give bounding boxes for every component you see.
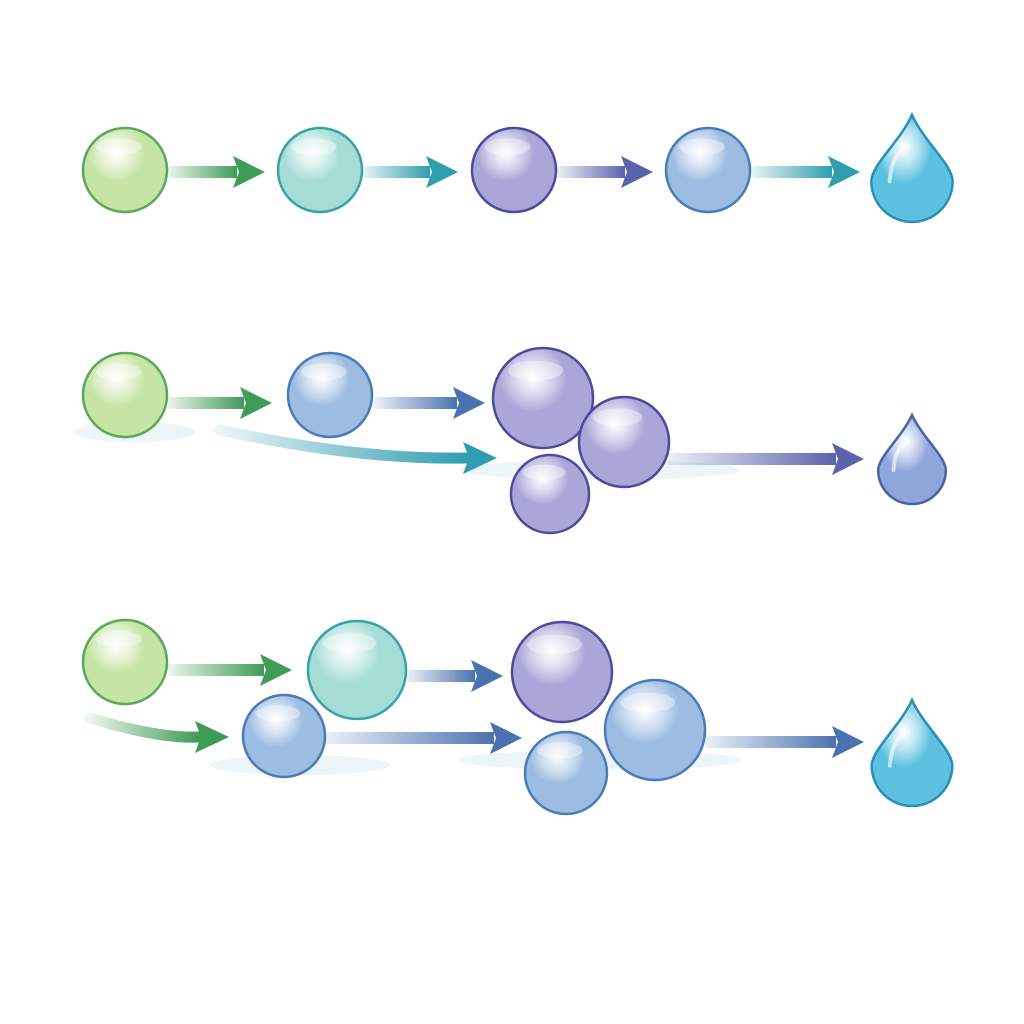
node-highlight bbox=[592, 408, 642, 427]
purple-node-circle bbox=[577, 395, 671, 489]
node-highlight bbox=[255, 705, 301, 722]
purple-node-circle bbox=[470, 126, 558, 214]
arrow-icon bbox=[362, 156, 458, 188]
node-highlight bbox=[620, 692, 675, 713]
arrow-icon bbox=[168, 156, 265, 188]
arrow-icon bbox=[168, 387, 272, 419]
arrow-icon bbox=[751, 156, 860, 188]
purple-node-circle bbox=[491, 346, 595, 450]
purple-node-circle bbox=[510, 620, 614, 724]
water-drop-icon bbox=[870, 696, 954, 808]
node-highlight bbox=[95, 138, 142, 156]
node-highlight bbox=[290, 138, 337, 156]
water-drop-icon bbox=[870, 111, 954, 224]
purple-node-circle bbox=[509, 453, 591, 535]
arrow-icon bbox=[325, 722, 522, 754]
water-drop-icon bbox=[876, 411, 948, 506]
arrow-icon bbox=[668, 443, 864, 475]
arrow-icon bbox=[374, 387, 485, 419]
node-highlight bbox=[300, 363, 347, 381]
blue-node-circle bbox=[603, 678, 707, 782]
node-highlight bbox=[95, 630, 142, 648]
blue-node-circle bbox=[664, 126, 752, 214]
green-node-circle bbox=[81, 618, 169, 706]
node-highlight bbox=[537, 742, 583, 759]
arrow-icon bbox=[168, 654, 292, 686]
green-node-circle bbox=[81, 351, 169, 439]
node-highlight bbox=[95, 363, 142, 381]
arrow-icon bbox=[705, 726, 864, 758]
arrow-icon bbox=[407, 660, 503, 692]
blue-node-circle bbox=[286, 351, 374, 439]
green-node-circle bbox=[81, 126, 169, 214]
curved-arrow-icon bbox=[214, 424, 497, 474]
teal-node-circle bbox=[306, 619, 408, 721]
node-highlight bbox=[527, 634, 582, 655]
node-highlight bbox=[508, 360, 563, 381]
node-highlight bbox=[678, 138, 725, 156]
curved-arrow-icon bbox=[84, 712, 229, 753]
node-highlight bbox=[522, 464, 566, 481]
arrow-icon bbox=[557, 156, 653, 188]
node-highlight bbox=[322, 633, 377, 653]
blue-node-circle bbox=[523, 730, 609, 816]
node-highlight bbox=[484, 138, 531, 156]
